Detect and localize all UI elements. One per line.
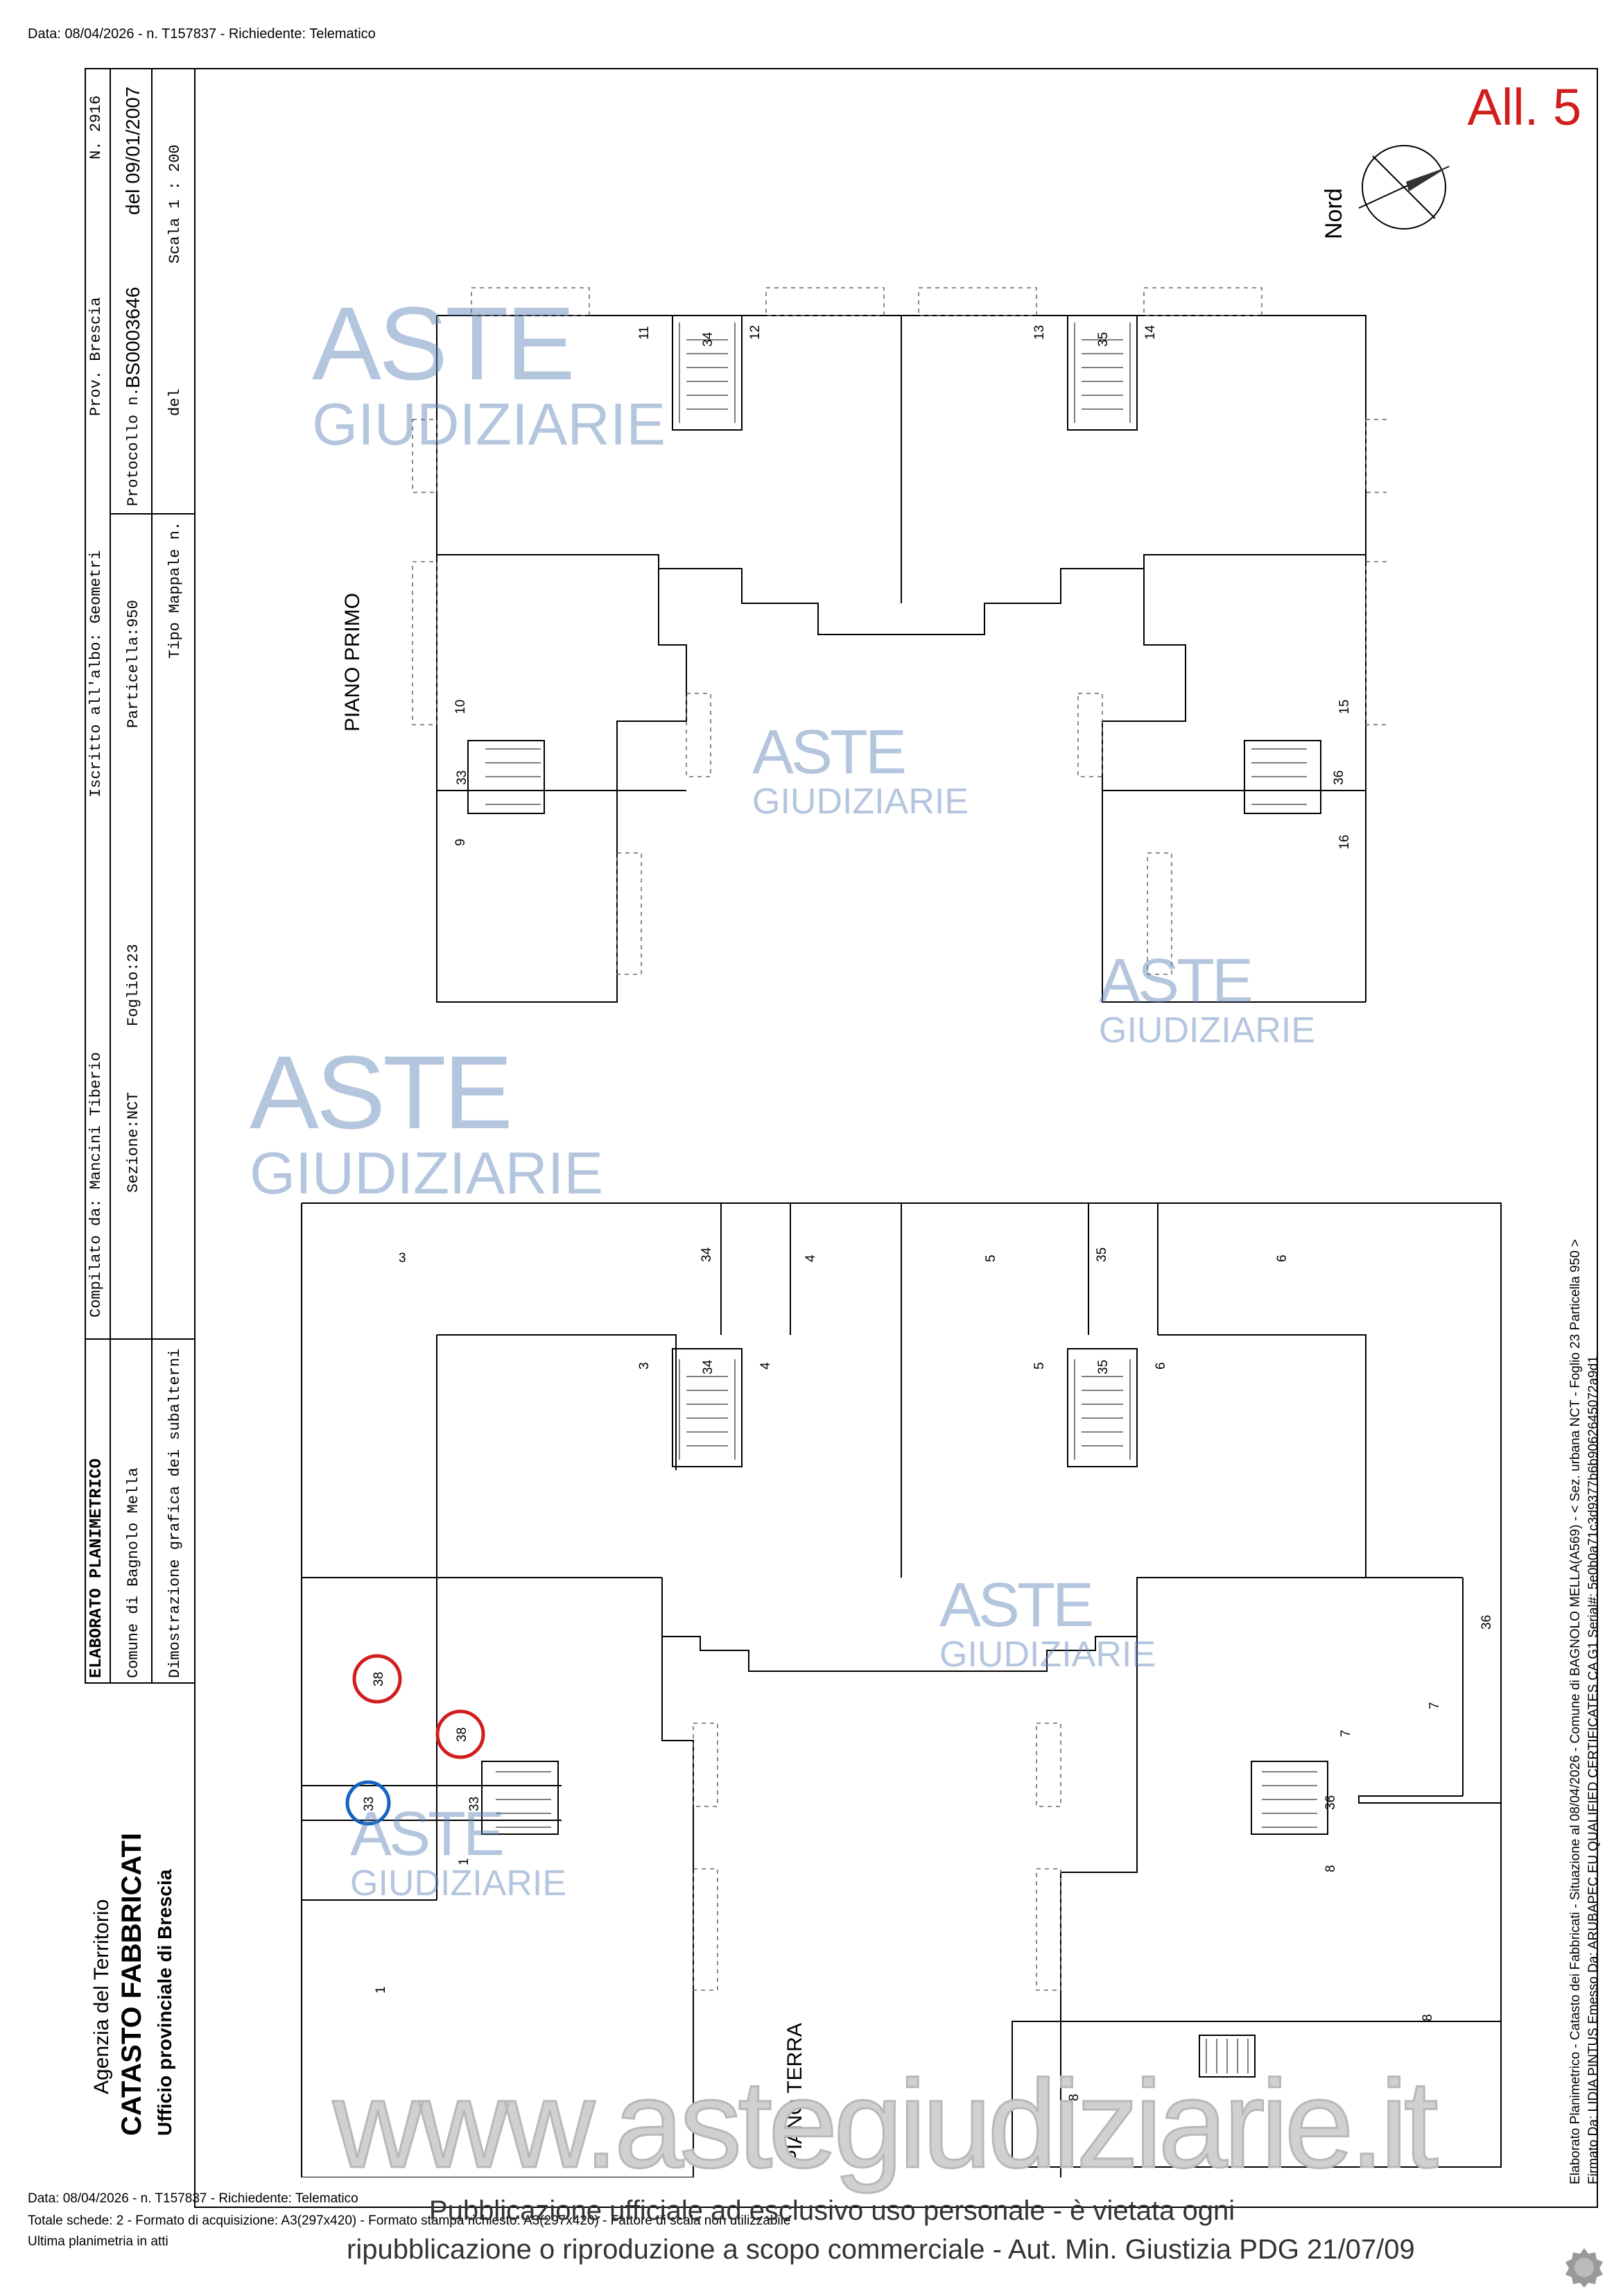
agency: Agenzia del Territorio	[90, 1899, 113, 2094]
watermark-sub-5: GIUDIZIARIE	[939, 1634, 1156, 1675]
iscritto: Iscritto all'albo: Geometri	[87, 550, 105, 797]
label-primo-12: 12	[748, 325, 763, 340]
seal-icon	[1565, 2248, 1603, 2288]
protocollo-data: del 09/01/2007	[122, 86, 144, 215]
label-terra-7: 7	[1427, 1702, 1442, 1709]
label-terra-8c: 8	[1421, 2014, 1435, 2021]
watermark-sub-1: GIUDIZIARIE	[312, 392, 666, 458]
label-terra-4b: 4	[758, 1362, 773, 1370]
header-top: Data: 08/04/2026 - n. T157837 - Richiede…	[28, 26, 376, 42]
watermark-sub-6: GIUDIZIARIE	[350, 1863, 567, 1904]
label-terra-1a: 1	[457, 1858, 471, 1865]
catasto: CATASTO FABBRICATI	[116, 1832, 147, 2136]
plan-piano-primo: 11 34 12 13 35 14 10 33 9 15 36 16	[412, 287, 1387, 1003]
label-terra-33b: 33	[467, 1797, 482, 1811]
numero: N. 2916	[87, 95, 105, 159]
label-terra-36: 36	[1479, 1615, 1494, 1630]
watermark-brand-3: ASTE	[1099, 947, 1253, 1016]
watermark-site: www.astegiudiziarie.it	[332, 2054, 1440, 2195]
watermark-sub-3: GIUDIZIARIE	[1099, 1010, 1316, 1051]
tipo-mappale: Tipo Mappale n.	[166, 521, 184, 659]
highlight-circle-33	[345, 1780, 391, 1826]
compilato: Compilato da: Mancini Tiberio	[87, 1052, 105, 1318]
label-terra-36b: 36	[1323, 1795, 1338, 1810]
label-terra-35: 35	[1095, 1248, 1109, 1262]
label-terra-38b: 38	[455, 1727, 469, 1742]
prov: Prov. Brescia	[87, 297, 105, 416]
footer-pub-line1: Pubblicazione ufficiale ad esclusivo uso…	[428, 2195, 1235, 2226]
right-margin-line2: Firmato Da: LIDIA PINTUS Emesso Da: ARUB…	[1586, 1356, 1601, 2184]
doc-type: ELABORATO PLANIMETRICO	[87, 1458, 106, 1678]
label-terra-1b: 1	[374, 1986, 388, 1994]
label-terra-33a: 33	[362, 1797, 376, 1811]
particella: Particella:950	[125, 600, 142, 728]
label-primo-14: 14	[1143, 325, 1158, 340]
protocollo-num: BS0003646	[122, 286, 144, 388]
watermark-brand-5: ASTE	[939, 1571, 1094, 1640]
watermark-sub-2: GIUDIZIARIE	[752, 782, 969, 822]
ufficio: Ufficio provinciale di Brescia	[154, 1869, 175, 2136]
footer-data: Data: 08/04/2026 - n. T157837 - Richiede…	[28, 2191, 358, 2206]
label-terra-3: 3	[399, 1251, 406, 1266]
scala: Scala 1 : 200	[166, 144, 184, 264]
label-terra-4: 4	[804, 1254, 818, 1262]
highlight-circle-38b	[435, 1709, 485, 1759]
label-primo-33: 33	[455, 770, 469, 785]
label-primo-36: 36	[1332, 770, 1346, 785]
highlight-circle-38a	[352, 1654, 402, 1704]
sezione: Sezione:NCT	[125, 1091, 142, 1193]
label-terra-5: 5	[984, 1254, 998, 1262]
watermark-sub-4: GIUDIZIARIE	[250, 1141, 604, 1207]
label-terra-3b: 3	[637, 1362, 652, 1370]
watermark-brand-2: ASTE	[752, 718, 907, 787]
comune: Comune di Bagnolo Mella	[125, 1467, 142, 1678]
label-primo-35: 35	[1096, 332, 1111, 347]
watermark-brand-6: ASTE	[350, 1799, 505, 1869]
label-terra-38a: 38	[372, 1672, 386, 1686]
allegato-label: All. 5	[1467, 78, 1581, 136]
label-primo-16: 16	[1337, 835, 1352, 849]
label-terra-6b: 6	[1154, 1362, 1168, 1370]
watermark-brand-1: ASTE	[312, 285, 575, 402]
label-primo-9: 9	[453, 838, 468, 846]
label-terra-34b: 34	[701, 1359, 715, 1374]
label-terra-7b: 7	[1339, 1729, 1353, 1737]
north-label: Nord	[1321, 188, 1347, 239]
dimostrazione: Dimostrazione grafica dei subalterni	[166, 1348, 184, 1678]
label-terra-8a: 8	[1323, 1865, 1338, 1872]
label-primo-34: 34	[701, 331, 715, 347]
watermark-brand-4: ASTE	[250, 1034, 513, 1150]
label-terra-8b: 8	[1067, 2094, 1082, 2101]
label-primo-11: 11	[637, 326, 652, 340]
footer-pub-line2: ripubblicazione o riproduzione a scopo c…	[347, 2234, 1415, 2265]
label-terra-35b: 35	[1096, 1360, 1111, 1374]
label-terra-6: 6	[1275, 1254, 1290, 1262]
foglio: Foglio:23	[125, 944, 142, 1026]
north-arrow-icon	[1358, 145, 1450, 230]
protocollo: Protocollo n.	[125, 387, 142, 506]
del-label: del	[166, 388, 184, 416]
floor-label-primo: PIANO PRIMO	[341, 592, 364, 732]
footer-schede: Totale schede: 2 - Formato di acquisizio…	[28, 2213, 791, 2228]
title-block	[85, 68, 196, 1684]
label-primo-10: 10	[453, 700, 468, 714]
footer-ultima: Ultima planimetria in atti	[28, 2234, 168, 2249]
plan-piano-terra: 3 34 4 5 35 6 3 34 4 5 35 6 36 7 7 38 38…	[301, 1202, 1502, 2177]
label-primo-13: 13	[1032, 325, 1047, 340]
label-terra-5b: 5	[1032, 1362, 1047, 1370]
label-terra-34: 34	[700, 1247, 714, 1262]
right-margin-line1: Elaborato Planimetrico - Catasto dei Fab…	[1568, 1238, 1583, 2184]
label-primo-15: 15	[1337, 700, 1352, 714]
